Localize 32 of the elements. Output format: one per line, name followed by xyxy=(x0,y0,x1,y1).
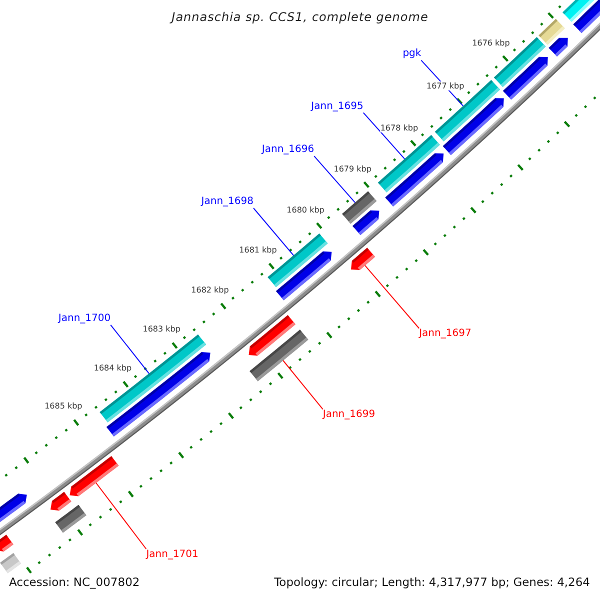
gene-label: Jann_1699 xyxy=(322,409,376,422)
leader-line xyxy=(282,360,324,410)
scale-label: 1681 kbp xyxy=(239,245,277,255)
gene-label: Jann_1698 xyxy=(201,196,254,208)
pointed-gene-bar xyxy=(351,248,376,270)
scale-label: 1682 kbp xyxy=(191,285,229,294)
leader-line xyxy=(362,112,406,160)
scale-label: 1684 kbp xyxy=(94,363,132,372)
leader-line xyxy=(253,208,294,256)
gene-label: Jann_1701 xyxy=(146,548,198,561)
gene-bar xyxy=(250,330,308,382)
leader-line xyxy=(364,264,420,329)
leader-line xyxy=(96,482,147,550)
genome-stats-text: Topology: circular; Length: 4,317,977 bp; Genes: 4,264 xyxy=(274,576,590,590)
leader-line xyxy=(110,324,150,374)
gene-label: Jann_1697 xyxy=(419,328,472,340)
scale-label: 1676 kbp xyxy=(472,38,510,48)
scale-label: 1685 kbp xyxy=(44,401,82,410)
gene-bar xyxy=(342,191,377,224)
gene-label: Jann_1695 xyxy=(311,100,364,113)
accession-text: Accession: NC_007802 xyxy=(9,576,140,590)
gene-bar xyxy=(378,135,440,192)
scale-label: 1678 kbp xyxy=(380,122,418,132)
scale-label: 1679 kbp xyxy=(334,164,372,174)
gene-label: pgk xyxy=(402,48,422,60)
leader-line xyxy=(314,156,356,204)
gene-label: Jann_1696 xyxy=(262,144,314,156)
scale-label: 1677 kbp xyxy=(426,81,464,90)
scale-label: 1680 kbp xyxy=(286,205,324,214)
gene-label: Jann_1700 xyxy=(58,312,111,325)
title: Jannaschia sp. CCS1, complete genome xyxy=(172,10,428,24)
pointed-gene-bar xyxy=(70,456,119,496)
